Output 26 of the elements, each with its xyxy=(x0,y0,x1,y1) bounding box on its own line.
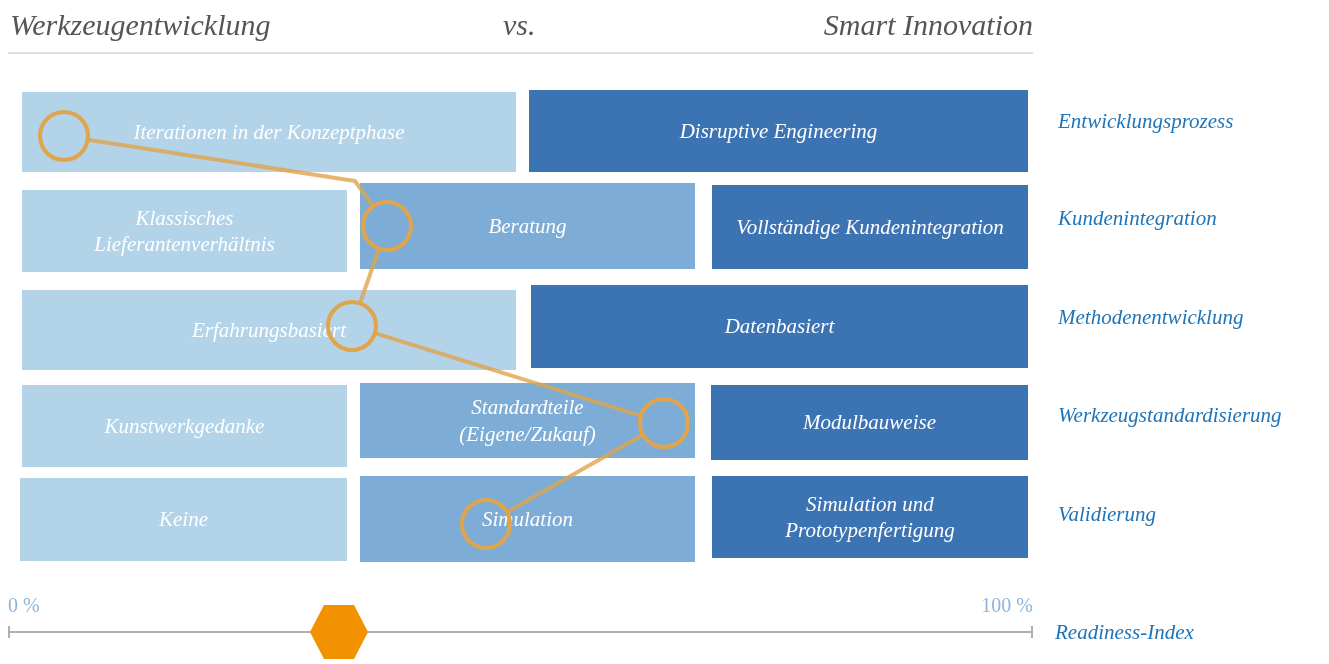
scale-max-label: 100 % xyxy=(981,594,1033,617)
column-heading: vs. xyxy=(503,8,536,42)
option-box: Disruptive Engineering xyxy=(529,90,1028,172)
row-label: Validierung xyxy=(1058,501,1156,527)
row-label: Methodenentwicklung xyxy=(1058,304,1244,330)
option-box: Simulation und Prototypenfertigung xyxy=(712,476,1028,558)
connector-line xyxy=(374,331,642,418)
row-label: Kundenintegration xyxy=(1058,205,1217,231)
option-box: Standardteile (Eigene/Zukauf) xyxy=(360,383,695,458)
option-box: Modulbauweise xyxy=(711,385,1028,460)
option-box: Kunstwerkgedanke xyxy=(22,385,347,467)
row-label: Entwicklungsprozess xyxy=(1058,108,1234,134)
option-box: Keine xyxy=(20,478,347,561)
row-label: Werkzeugstandardisierung xyxy=(1058,402,1282,428)
column-heading: Smart Innovation xyxy=(823,8,1033,42)
scale-label: Readiness-Index xyxy=(1055,619,1194,645)
option-box: Vollständige Kundenintegration xyxy=(712,185,1028,269)
option-box: Beratung xyxy=(360,183,695,269)
option-box: Datenbasiert xyxy=(531,285,1028,368)
option-box: Iterationen in der Konzeptphase xyxy=(22,92,516,172)
connector-line xyxy=(505,433,645,514)
scale-min-label: 0 % xyxy=(8,594,40,617)
connector-line xyxy=(87,137,375,208)
option-box: Klassisches Lieferantenverhältnis xyxy=(22,190,347,272)
connector-line xyxy=(358,248,381,304)
column-heading: Werkzeugentwicklung xyxy=(10,8,271,42)
